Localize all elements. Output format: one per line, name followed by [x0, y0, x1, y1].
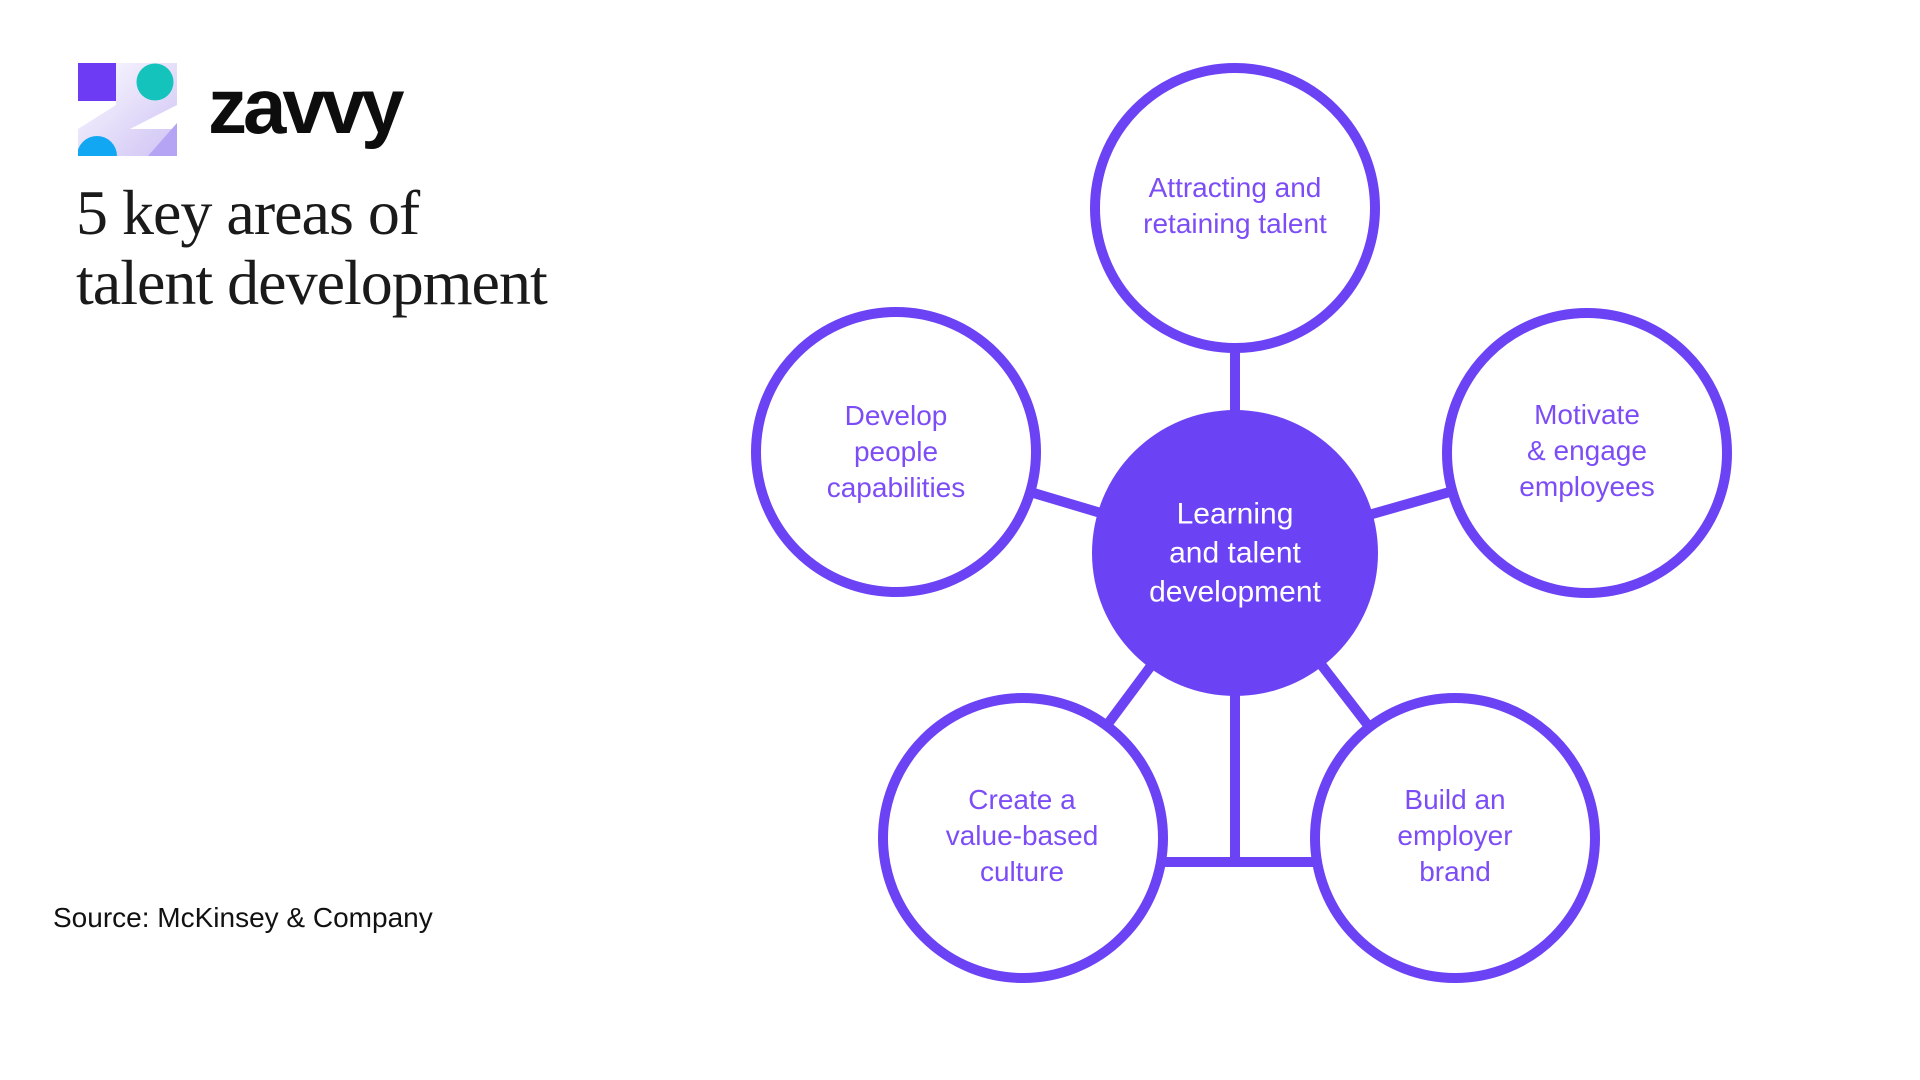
node-label-culture: Create a value-based culture: [945, 784, 1099, 887]
hub-label-learning: Learning and talent development: [1149, 497, 1321, 609]
node-label-develop: Develop people capabilities: [826, 400, 966, 503]
node-circle-brand: [1310, 693, 1600, 983]
zavvy-wordmark: zavvy: [208, 62, 405, 150]
node-circle-culture: [878, 693, 1168, 983]
logo-teal-circle: [136, 63, 174, 101]
node-circle-develop: [751, 307, 1041, 597]
node-circle-attracting: [1090, 63, 1380, 353]
node-label-brand: Build an employer brand: [1397, 784, 1513, 887]
zavvy-logo-icon: [78, 63, 177, 156]
node-label-motivate: Motivate & engage employees: [1519, 399, 1655, 502]
logo-lavender-triangle: [148, 123, 177, 156]
zavvy-logo: zavvy: [78, 62, 405, 157]
source-note: Source: McKinsey & Company: [53, 902, 433, 933]
node-label-attracting: Attracting and retaining talent: [1143, 172, 1327, 239]
logo-blue-dome: [78, 136, 117, 156]
page-title: 5 key areas of talent development: [76, 177, 548, 318]
logo-square-shape: [78, 63, 116, 101]
hub-circle-learning: [1092, 410, 1378, 696]
node-circle-motivate: [1442, 308, 1732, 598]
